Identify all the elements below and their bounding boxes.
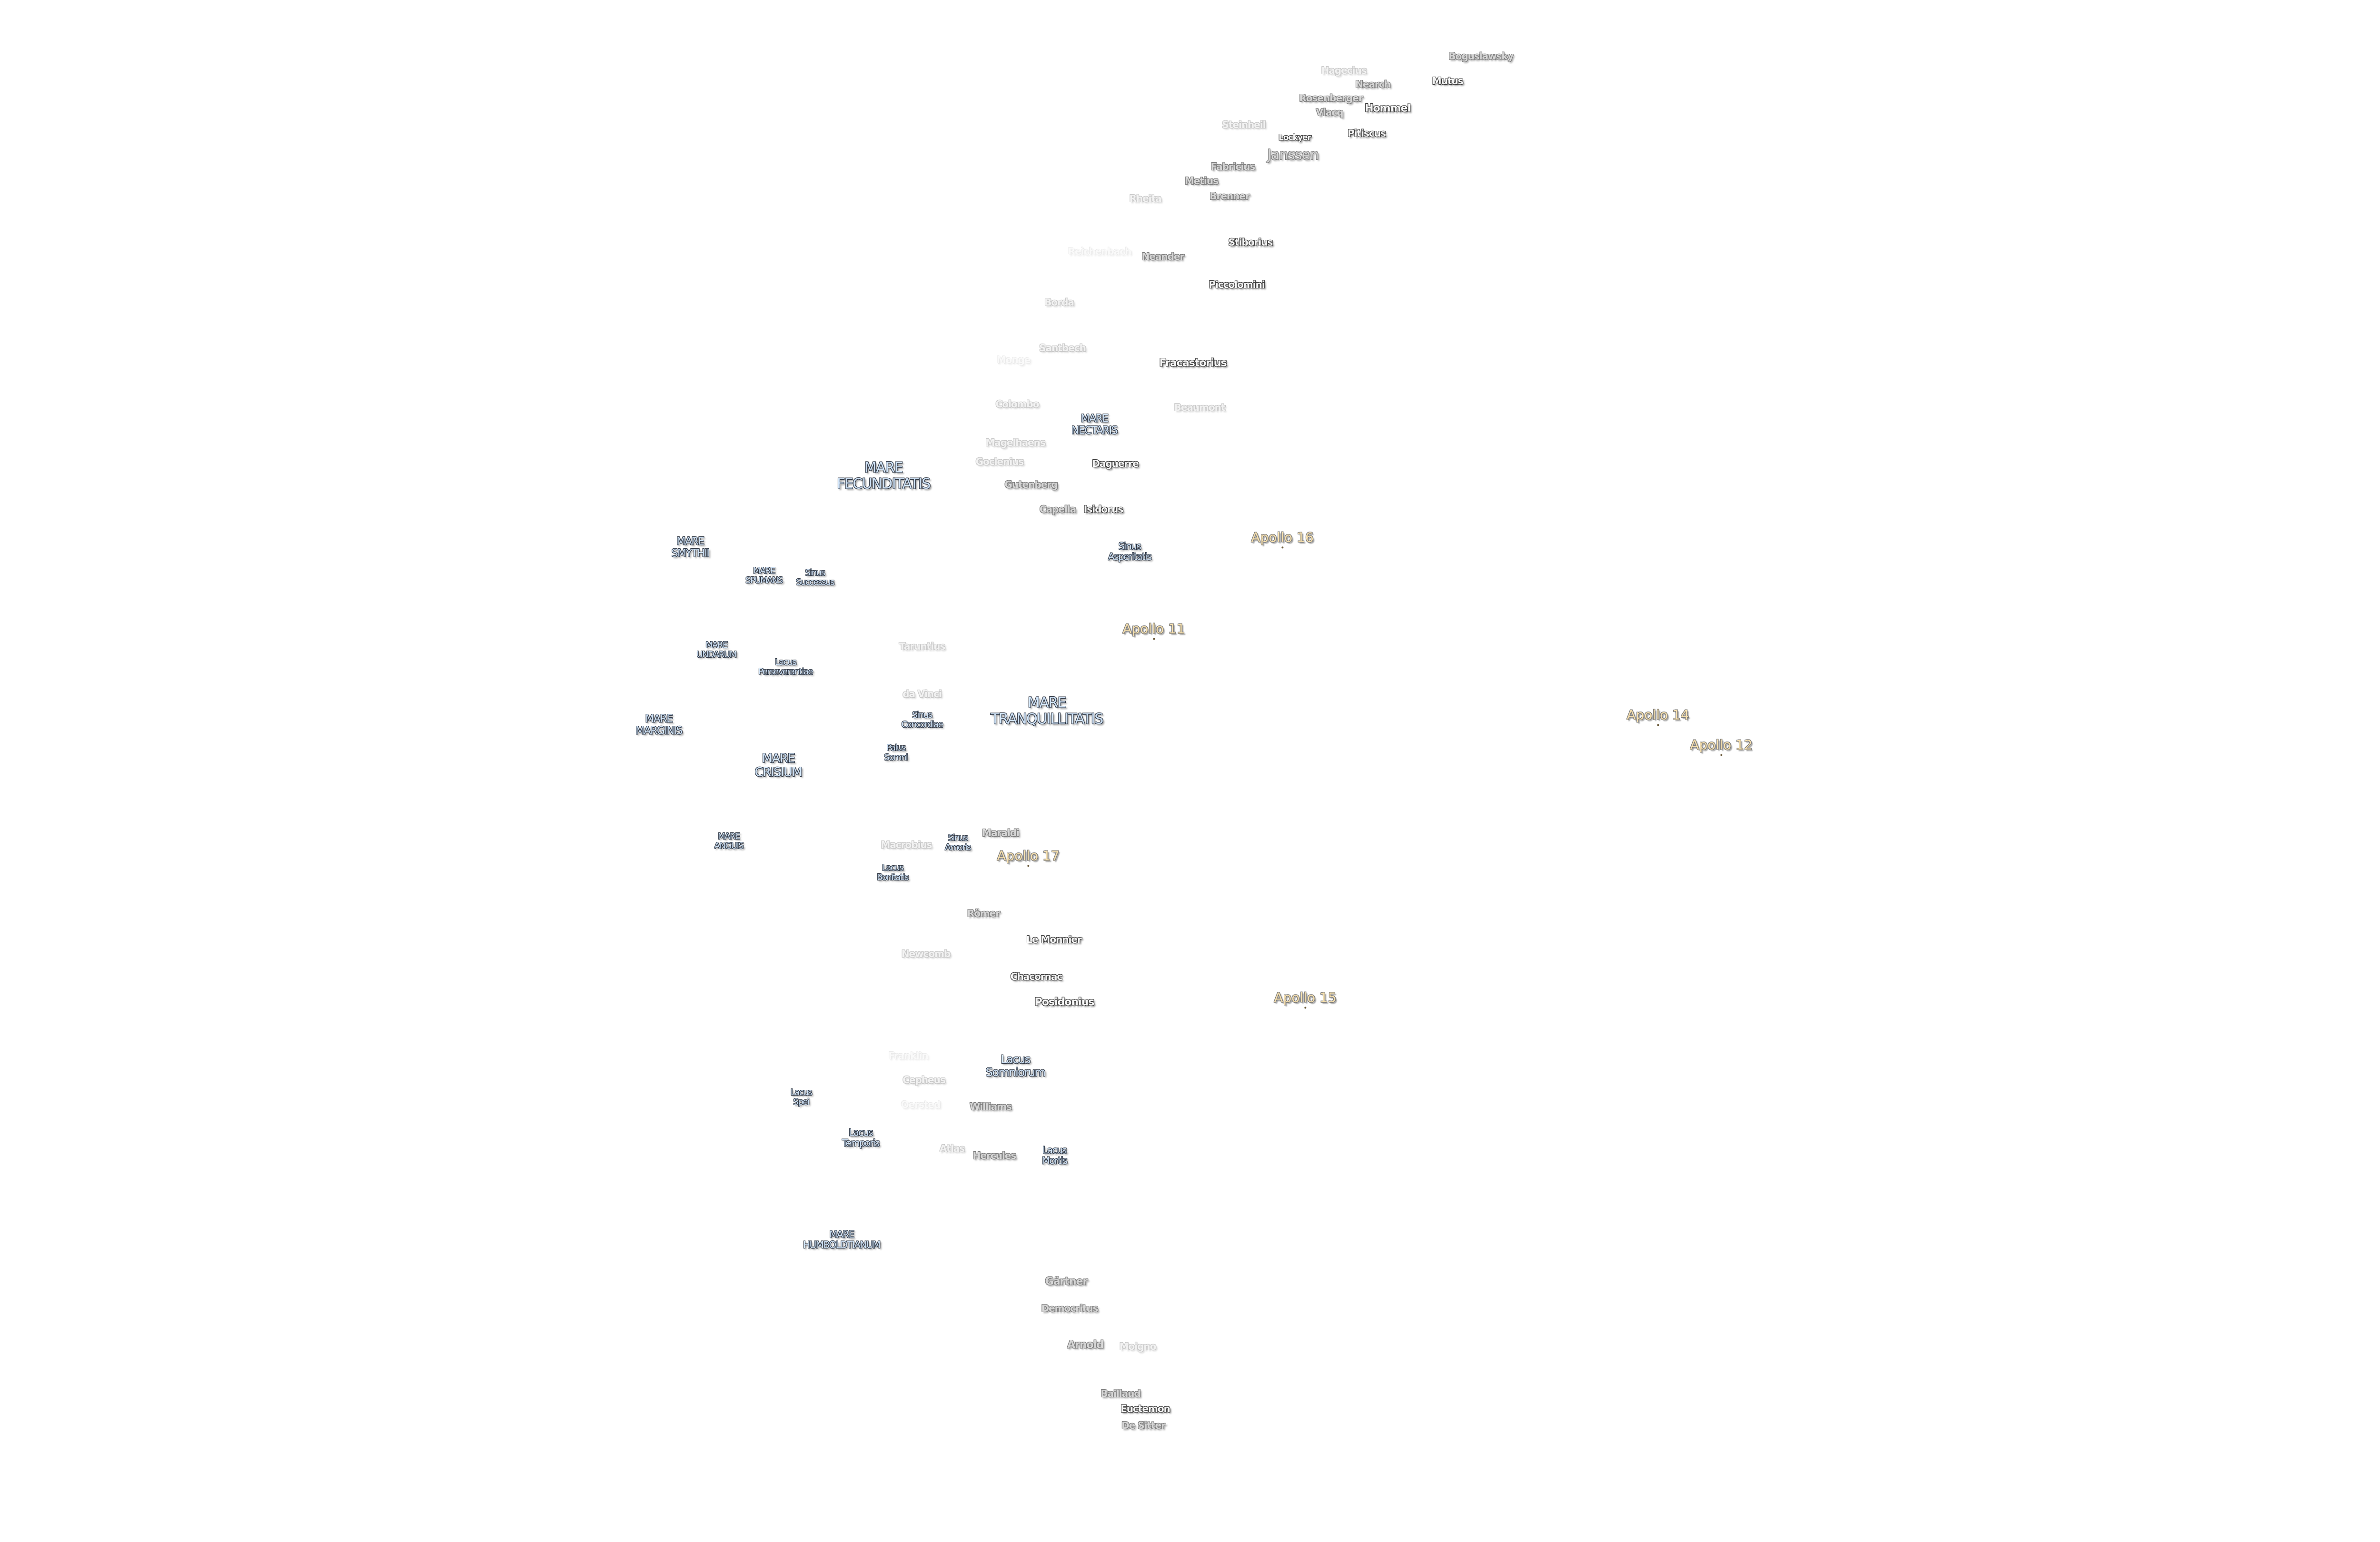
mare-label: MARE SPUMANS <box>745 565 783 585</box>
apollo-site-name: Apollo 14 <box>1626 707 1689 723</box>
crater-label: Santbech <box>1039 342 1086 354</box>
crater-label: Williams <box>970 1100 1012 1112</box>
crater-label: Isidorus <box>1083 503 1123 515</box>
crater-label: Neander <box>1141 250 1185 262</box>
mare-label: MARE HUMBOLDTIANUM <box>803 1228 881 1251</box>
crater-label: Moigno <box>1119 1340 1157 1352</box>
crater-label: Franklin <box>888 1049 928 1061</box>
crater-label: da Vinci <box>902 688 942 700</box>
mare-label: Lacus Temporis <box>842 1127 880 1149</box>
mare-label: MARE ANGUIS <box>714 831 744 851</box>
crater-label: Arnold <box>1067 1339 1104 1351</box>
crater-label: Borda <box>1044 296 1074 308</box>
mare-label: Sinus Successus <box>796 567 834 587</box>
mare-label: MARE NECTARIS <box>1071 413 1118 436</box>
apollo-site-label: Apollo 15 <box>1274 989 1337 1009</box>
crater-label: Nearch <box>1355 78 1391 90</box>
apollo-site-name: Apollo 16 <box>1251 529 1314 545</box>
mare-label: MARE FECUNDITATIS <box>837 459 931 492</box>
crater-label: Maraldi <box>982 827 1020 839</box>
crater-label: Gärtner <box>1045 1275 1088 1288</box>
mare-label: Lacus Mortis <box>1041 1144 1068 1166</box>
crater-label: Rosenberger <box>1299 92 1363 104</box>
crater-label: Baillaud <box>1101 1387 1140 1399</box>
apollo-site-label: Apollo 14 <box>1626 707 1689 726</box>
crater-label: Brenner <box>1210 190 1250 202</box>
apollo-site-name: Apollo 17 <box>997 848 1060 864</box>
crater-label: Janssen <box>1267 147 1319 164</box>
crater-label: Pitiscus <box>1348 127 1386 139</box>
apollo-site-label: Apollo 12 <box>1690 737 1753 756</box>
crater-label: Mutus <box>1432 75 1464 87</box>
mare-label: MARE MARGINIS <box>635 713 683 737</box>
crater-label: Democritus <box>1041 1302 1098 1314</box>
crater-label: Metius <box>1184 175 1219 187</box>
apollo-site-name: Apollo 12 <box>1690 737 1753 753</box>
mare-label: Lacus Spei <box>790 1087 813 1107</box>
crater-label: Oersted <box>901 1098 941 1110</box>
crater-label: Beaumont <box>1174 401 1226 413</box>
apollo-site-name: Apollo 15 <box>1274 989 1337 1006</box>
mare-label: Sinus Amoris <box>945 832 971 852</box>
crater-label: Macrobius <box>881 839 932 850</box>
landing-site-dot-icon <box>1027 865 1029 867</box>
crater-label: Fabricius <box>1210 160 1256 172</box>
crater-label: Fracastorius <box>1159 357 1227 369</box>
crater-label: Le Monnier <box>1026 933 1082 945</box>
apollo-site-label: Apollo 17 <box>997 848 1060 867</box>
mare-label: Lacus Perseverantiae <box>758 657 813 677</box>
mare-label: MARE CRISIUM <box>754 751 803 780</box>
crater-label: Daguerre <box>1092 457 1139 469</box>
mare-label: MARE SMYTHII <box>671 535 710 559</box>
crater-label: Magelhaens <box>985 436 1046 448</box>
landing-site-dot-icon <box>1281 546 1283 549</box>
crater-label: De Sitter <box>1121 1419 1166 1431</box>
mare-label: Lacus Bonitatis <box>877 862 909 882</box>
apollo-site-name: Apollo 11 <box>1122 621 1185 637</box>
crater-label: Hercules <box>972 1149 1017 1161</box>
crater-label: Hagecius <box>1321 64 1367 76</box>
crater-label: Atlas <box>939 1142 965 1154</box>
crater-label: Monge <box>996 354 1031 366</box>
crater-label: Lockyer <box>1279 133 1311 143</box>
crater-label: Colombo <box>995 398 1040 410</box>
crater-label: Steinheil <box>1222 119 1266 130</box>
landing-site-dot-icon <box>1657 724 1659 726</box>
crater-label: Rheita <box>1129 192 1161 204</box>
crater-label: Capella <box>1039 503 1076 515</box>
mare-label: MARE TRANQUILLITATIS <box>991 694 1103 727</box>
mare-label: Lacus Somniorum <box>985 1053 1046 1079</box>
crater-label: Euctemon <box>1121 1403 1170 1414</box>
mare-label: Sinus Asperitatis <box>1108 540 1152 563</box>
crater-label: Stiborius <box>1228 236 1273 248</box>
apollo-site-label: Apollo 16 <box>1251 529 1314 549</box>
crater-label: Gutenberg <box>1004 478 1058 490</box>
crater-label: Cepheus <box>902 1074 946 1086</box>
landing-site-dot-icon <box>1153 638 1155 640</box>
crater-label: Hommel <box>1365 102 1411 115</box>
mare-label: Sinus Concordiae <box>901 710 943 730</box>
crater-label: Piccolomini <box>1209 278 1265 290</box>
crater-label: Posidonius <box>1034 996 1095 1008</box>
crater-label: Boguslawsky <box>1448 50 1514 62</box>
apollo-site-label: Apollo 11 <box>1122 621 1185 640</box>
crater-label: Reichenbach <box>1068 245 1132 257</box>
mare-label: Palus Somni <box>884 742 908 762</box>
landing-site-dot-icon <box>1720 754 1722 756</box>
crater-label: Taruntius <box>899 640 945 652</box>
crater-label: Chacornac <box>1010 970 1062 982</box>
landing-site-dot-icon <box>1304 1007 1306 1009</box>
crater-label: Römer <box>967 907 1000 919</box>
crater-label: Vlacq <box>1316 106 1343 118</box>
crater-label: Newcomb <box>901 948 951 959</box>
mare-label: MARE UNDARUM <box>696 640 737 660</box>
crater-label: Goclenius <box>975 455 1024 467</box>
